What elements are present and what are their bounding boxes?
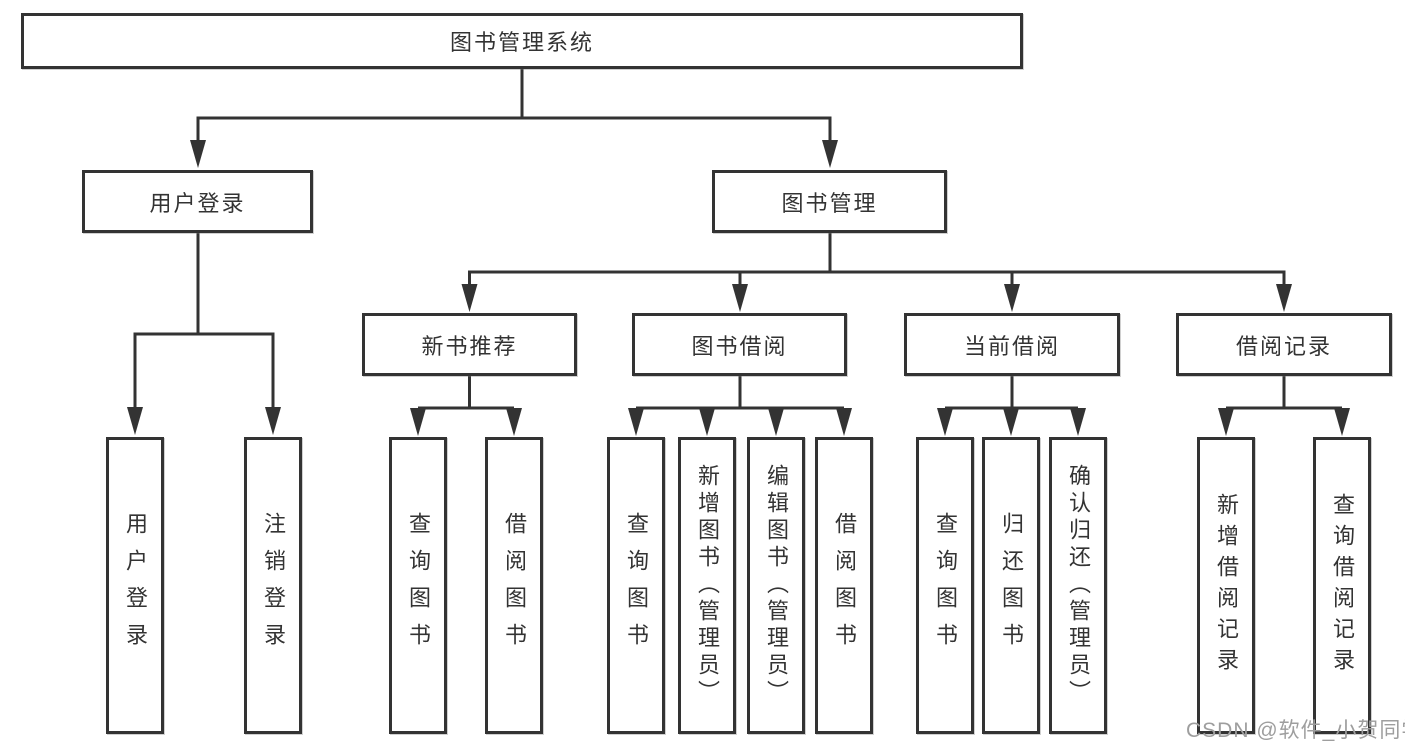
node-borrow-records: 借阅记录 (1176, 313, 1392, 376)
leaf-add-borrow-record-label: 新增借阅记录 (1214, 492, 1239, 679)
leaf-edit-books-admin-label: 编辑图书（管理员） (764, 464, 789, 707)
leaf-query-books-2: 查询图书 (607, 437, 665, 734)
node-borrow-records-label: 借阅记录 (1235, 333, 1332, 359)
leaf-add-books-admin-label: 新增图书（管理员） (695, 464, 720, 707)
leaf-return-books: 归还图书 (982, 437, 1040, 734)
leaf-borrow-books-1: 借阅图书 (485, 437, 543, 734)
node-current-borrow: 当前借阅 (904, 313, 1120, 376)
leaf-add-borrow-record: 新增借阅记录 (1197, 437, 1255, 734)
leaf-query-books-2-label: 查询图书 (624, 511, 649, 660)
leaf-borrow-books-2-label: 借阅图书 (832, 511, 857, 660)
node-user-login: 用户登录 (82, 170, 313, 233)
leaf-edit-books-admin: 编辑图书（管理员） (747, 437, 805, 734)
leaf-query-books-3-label: 查询图书 (933, 511, 958, 660)
leaf-return-books-label: 归还图书 (999, 511, 1024, 660)
node-book-management-label: 图书管理 (781, 190, 878, 216)
leaf-borrow-books-2: 借阅图书 (815, 437, 873, 734)
leaf-user-login: 用户登录 (106, 437, 164, 734)
leaf-query-books-3: 查询图书 (916, 437, 974, 734)
node-new-book-recommend-label: 新书推荐 (421, 333, 518, 359)
node-book-borrow: 图书借阅 (632, 313, 847, 376)
node-book-management: 图书管理 (712, 170, 947, 233)
leaf-confirm-return-admin: 确认归还（管理员） (1049, 437, 1107, 734)
leaf-query-borrow-record-label: 查询借阅记录 (1330, 492, 1355, 679)
leaf-query-books-1-label: 查询图书 (406, 511, 431, 660)
node-root-label: 图书管理系统 (449, 30, 594, 55)
leaf-query-books-1: 查询图书 (389, 437, 447, 734)
leaf-add-books-admin: 新增图书（管理员） (678, 437, 736, 734)
leaf-logout: 注销登录 (244, 437, 302, 734)
node-book-borrow-label: 图书借阅 (691, 333, 788, 359)
leaf-user-login-label: 用户登录 (123, 511, 148, 660)
leaf-query-borrow-record: 查询借阅记录 (1313, 437, 1371, 734)
node-user-login-label: 用户登录 (149, 190, 246, 216)
csdn-watermark: CSDN @软件_小贺同学 (1186, 719, 1405, 742)
arrowheads (127, 140, 1350, 436)
leaf-borrow-books-1-label: 借阅图书 (502, 511, 527, 660)
node-new-book-recommend: 新书推荐 (362, 313, 577, 376)
leaf-confirm-return-admin-label: 确认归还（管理员） (1066, 464, 1091, 707)
node-current-borrow-label: 当前借阅 (963, 333, 1060, 359)
node-root: 图书管理系统 (21, 13, 1023, 69)
leaf-logout-label: 注销登录 (261, 511, 286, 660)
